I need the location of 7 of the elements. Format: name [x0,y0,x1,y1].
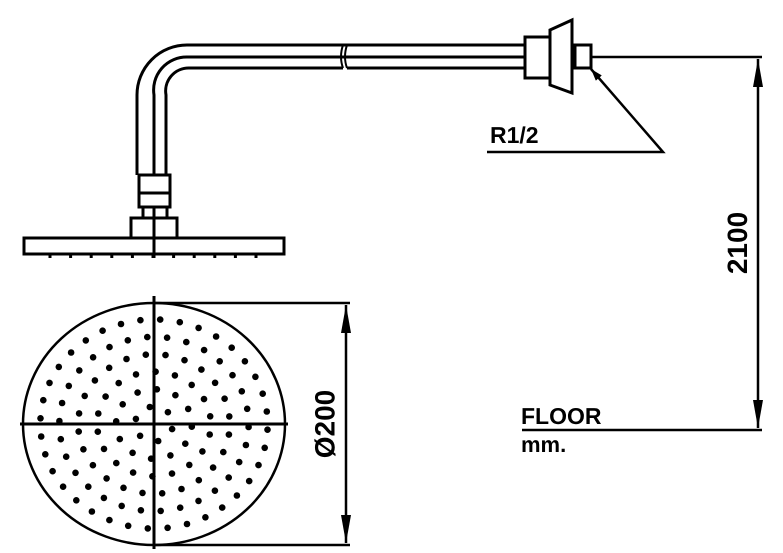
thread-size-label: R1/2 [490,124,539,147]
dimension-value: Ø200 [310,390,339,458]
floor-label: FLOOR [521,405,602,428]
dimension-value: 2100 [724,212,752,274]
thread-connector [574,44,592,70]
unit-label: mm. [521,434,566,456]
leader-line [487,68,666,154]
